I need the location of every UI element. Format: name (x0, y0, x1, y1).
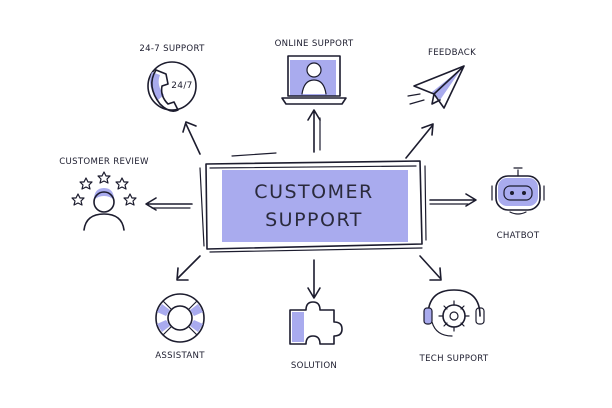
node-online-support: ONLINE SUPPORT (275, 39, 354, 105)
node-solution: SOLUTION (289, 301, 343, 371)
gear-headset-icon (423, 289, 485, 337)
puzzle-piece-icon (289, 301, 343, 345)
connector-arrows (145, 109, 477, 299)
label-online-support: ONLINE SUPPORT (275, 39, 354, 49)
node-chatbot: CHATBOT (491, 167, 545, 241)
label-assistant: ASSISTANT (155, 351, 205, 361)
laptop-agent-icon (281, 55, 347, 105)
paper-plane-icon (407, 65, 465, 109)
label-24-7-support: 24-7 SUPPORT (139, 44, 205, 54)
label-customer-review: CUSTOMER REVIEW (59, 157, 149, 167)
node-assistant: ASSISTANT (155, 293, 205, 361)
lifebuoy-icon (155, 293, 205, 343)
rating-stars (71, 171, 137, 206)
center-highlight (222, 170, 408, 242)
node-24-7-support: 24-7 SUPPORT 24/7 (139, 44, 205, 112)
icon-24-7-text: 24/7 (171, 81, 192, 91)
phone-24-7-icon: 24/7 (147, 61, 197, 112)
node-customer-review: CUSTOMER REVIEW (59, 157, 149, 231)
center-title-line1: CUSTOMER (254, 181, 373, 203)
label-chatbot: CHATBOT (497, 231, 540, 241)
node-feedback: FEEDBACK (407, 48, 476, 109)
robot-icon (491, 167, 545, 215)
center-title-line2: SUPPORT (265, 209, 363, 231)
node-tech-support: TECH SUPPORT (419, 289, 489, 364)
label-feedback: FEEDBACK (428, 48, 476, 58)
label-solution: SOLUTION (291, 361, 337, 371)
label-tech-support: TECH SUPPORT (419, 354, 489, 364)
person-stars-icon (71, 171, 137, 231)
center-node: CUSTOMER SUPPORT (199, 152, 427, 253)
